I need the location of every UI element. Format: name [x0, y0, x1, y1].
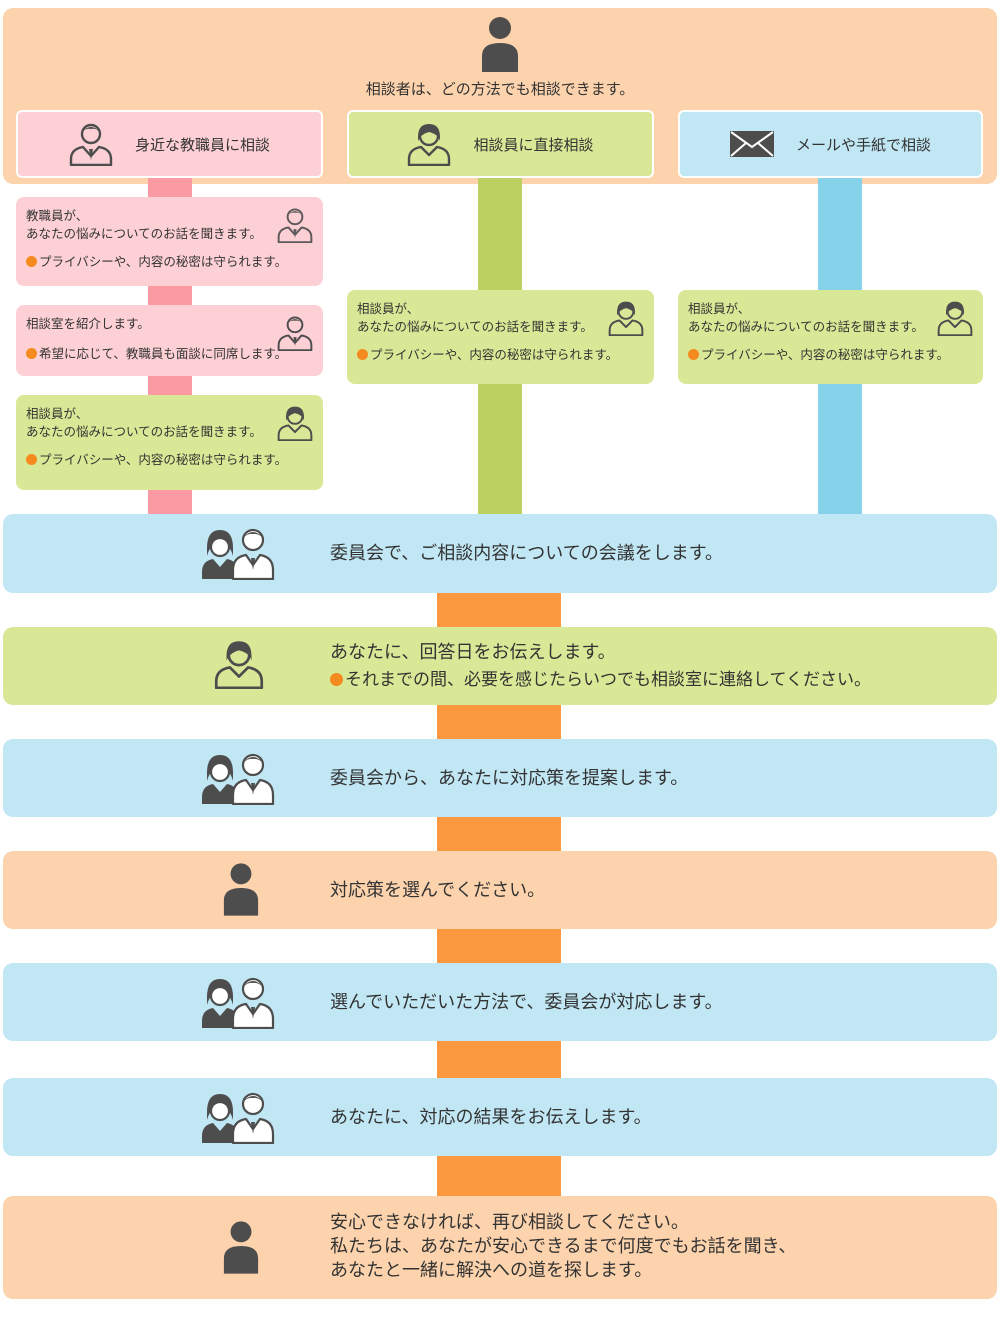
step-proposal: 委員会から、あなたに対応策を提案します。: [3, 739, 997, 817]
bullet-dot: [688, 349, 699, 360]
teacher-icon: [277, 313, 313, 353]
card-line: あなたの悩みについてのお話を聞きます。: [357, 319, 593, 334]
card-line: 相談員が、: [26, 406, 89, 421]
card-note: プライバシーや、内容の秘密は守られます。: [688, 346, 973, 364]
bullet-dot: [26, 454, 37, 465]
step-choose: 対応策を選んでください。: [3, 851, 997, 929]
counselor-icon: [407, 122, 451, 166]
step-committee-act: 選んでいただいた方法で、委員会が対応します。: [3, 963, 997, 1041]
bullet-dot: [26, 348, 37, 359]
step-text: 安心できなければ、再び相談してください。: [330, 1212, 689, 1233]
committee-icon: [201, 1090, 279, 1144]
envelope-icon: [730, 131, 774, 157]
person-icon: [222, 1220, 260, 1274]
step-text: あなたに、対応の結果をお伝えします。: [330, 1107, 652, 1128]
committee-icon: [201, 975, 279, 1029]
top-caption: 相談者は、どの方法でも相談できます。: [365, 80, 635, 98]
counselor-icon: [214, 635, 264, 693]
step-text: 委員会で、ご相談内容についての会議をします。: [330, 543, 723, 564]
teacher-icon: [69, 122, 113, 166]
step-result: あなたに、対応の結果をお伝えします。: [3, 1078, 997, 1156]
step-text: 対応策を選んでください。: [330, 880, 546, 901]
orange-connector: [437, 1156, 561, 1196]
step-text: 委員会から、あなたに対応策を提案します。: [330, 768, 689, 789]
card-note: プライバシーや、内容の秘密は守られます。: [26, 451, 313, 469]
card-line: 相談員が、: [688, 301, 751, 316]
card-line: 教職員が、: [26, 208, 89, 223]
card-note: 希望に応じて、教職員も面談に同席します。: [26, 345, 313, 363]
committee-icon: [201, 751, 279, 805]
step-text: あなたと一緒に解決への道を探します。: [330, 1260, 653, 1281]
method-counselor-label: 相談員に直接相談: [473, 135, 594, 154]
counselor-icon: [937, 298, 973, 338]
bullet-dot: [330, 673, 343, 686]
method-teacher-label: 身近な教職員に相談: [134, 135, 270, 154]
counselor-icon: [608, 298, 644, 338]
person-icon: [480, 16, 520, 72]
committee-icon: [201, 526, 279, 580]
bullet-dot: [26, 256, 37, 267]
teacher-icon: [277, 205, 313, 245]
orange-connector: [437, 593, 561, 627]
step-reconsult: 安心できなければ、再び相談してください。 私たちは、あなたが安心できるまで何度で…: [3, 1196, 997, 1299]
step-text: 選んでいただいた方法で、委員会が対応します。: [330, 992, 723, 1013]
card-line: あなたの悩みについてのお話を聞きます。: [26, 226, 262, 241]
card-line: 相談員が、: [357, 301, 420, 316]
method-teacher: 身近な教職員に相談: [16, 110, 323, 178]
orange-connector: [437, 929, 561, 963]
card-counselor-direct: 相談員が、 あなたの悩みについてのお話を聞きます。 プライバシーや、内容の秘密は…: [347, 290, 654, 384]
card-note: プライバシーや、内容の秘密は守られます。: [357, 346, 644, 364]
card-line: あなたの悩みについてのお話を聞きます。: [688, 319, 924, 334]
step-text: 私たちは、あなたが安心できるまで何度でもお話を聞き、: [330, 1236, 797, 1257]
method-counselor: 相談員に直接相談: [347, 110, 654, 178]
person-icon: [222, 862, 260, 916]
method-mail: メールや手紙で相談: [678, 110, 983, 178]
card-counselor-mail: 相談員が、 あなたの悩みについてのお話を聞きます。 プライバシーや、内容の秘密は…: [678, 290, 983, 384]
orange-connector: [437, 817, 561, 851]
orange-connector: [437, 1041, 561, 1078]
method-mail-label: メールや手紙で相談: [795, 135, 931, 154]
card-line: あなたの悩みについてのお話を聞きます。: [26, 424, 262, 439]
card-counselor-after-referral: 相談員が、 あなたの悩みについてのお話を聞きます。 プライバシーや、内容の秘密は…: [16, 395, 323, 490]
step-note: それまでの間、必要を感じたらいつでも相談室に連絡してください。: [330, 668, 871, 693]
counselor-icon: [277, 403, 313, 443]
card-teacher-refer: 相談室を紹介します。 希望に応じて、教職員も面談に同席します。: [16, 305, 323, 376]
card-line: 相談室を紹介します。: [26, 316, 150, 331]
step-committee-meeting: 委員会で、ご相談内容についての会議をします。: [3, 514, 997, 593]
orange-connector: [437, 705, 561, 739]
step-answer-date: あなたに、回答日をお伝えします。 それまでの間、必要を感じたらいつでも相談室に連…: [3, 627, 997, 705]
step-text: あなたに、回答日をお伝えします。: [330, 642, 616, 663]
card-teacher-hears: 教職員が、 あなたの悩みについてのお話を聞きます。 プライバシーや、内容の秘密は…: [16, 197, 323, 286]
card-note: プライバシーや、内容の秘密は守られます。: [26, 253, 313, 271]
bullet-dot: [357, 349, 368, 360]
